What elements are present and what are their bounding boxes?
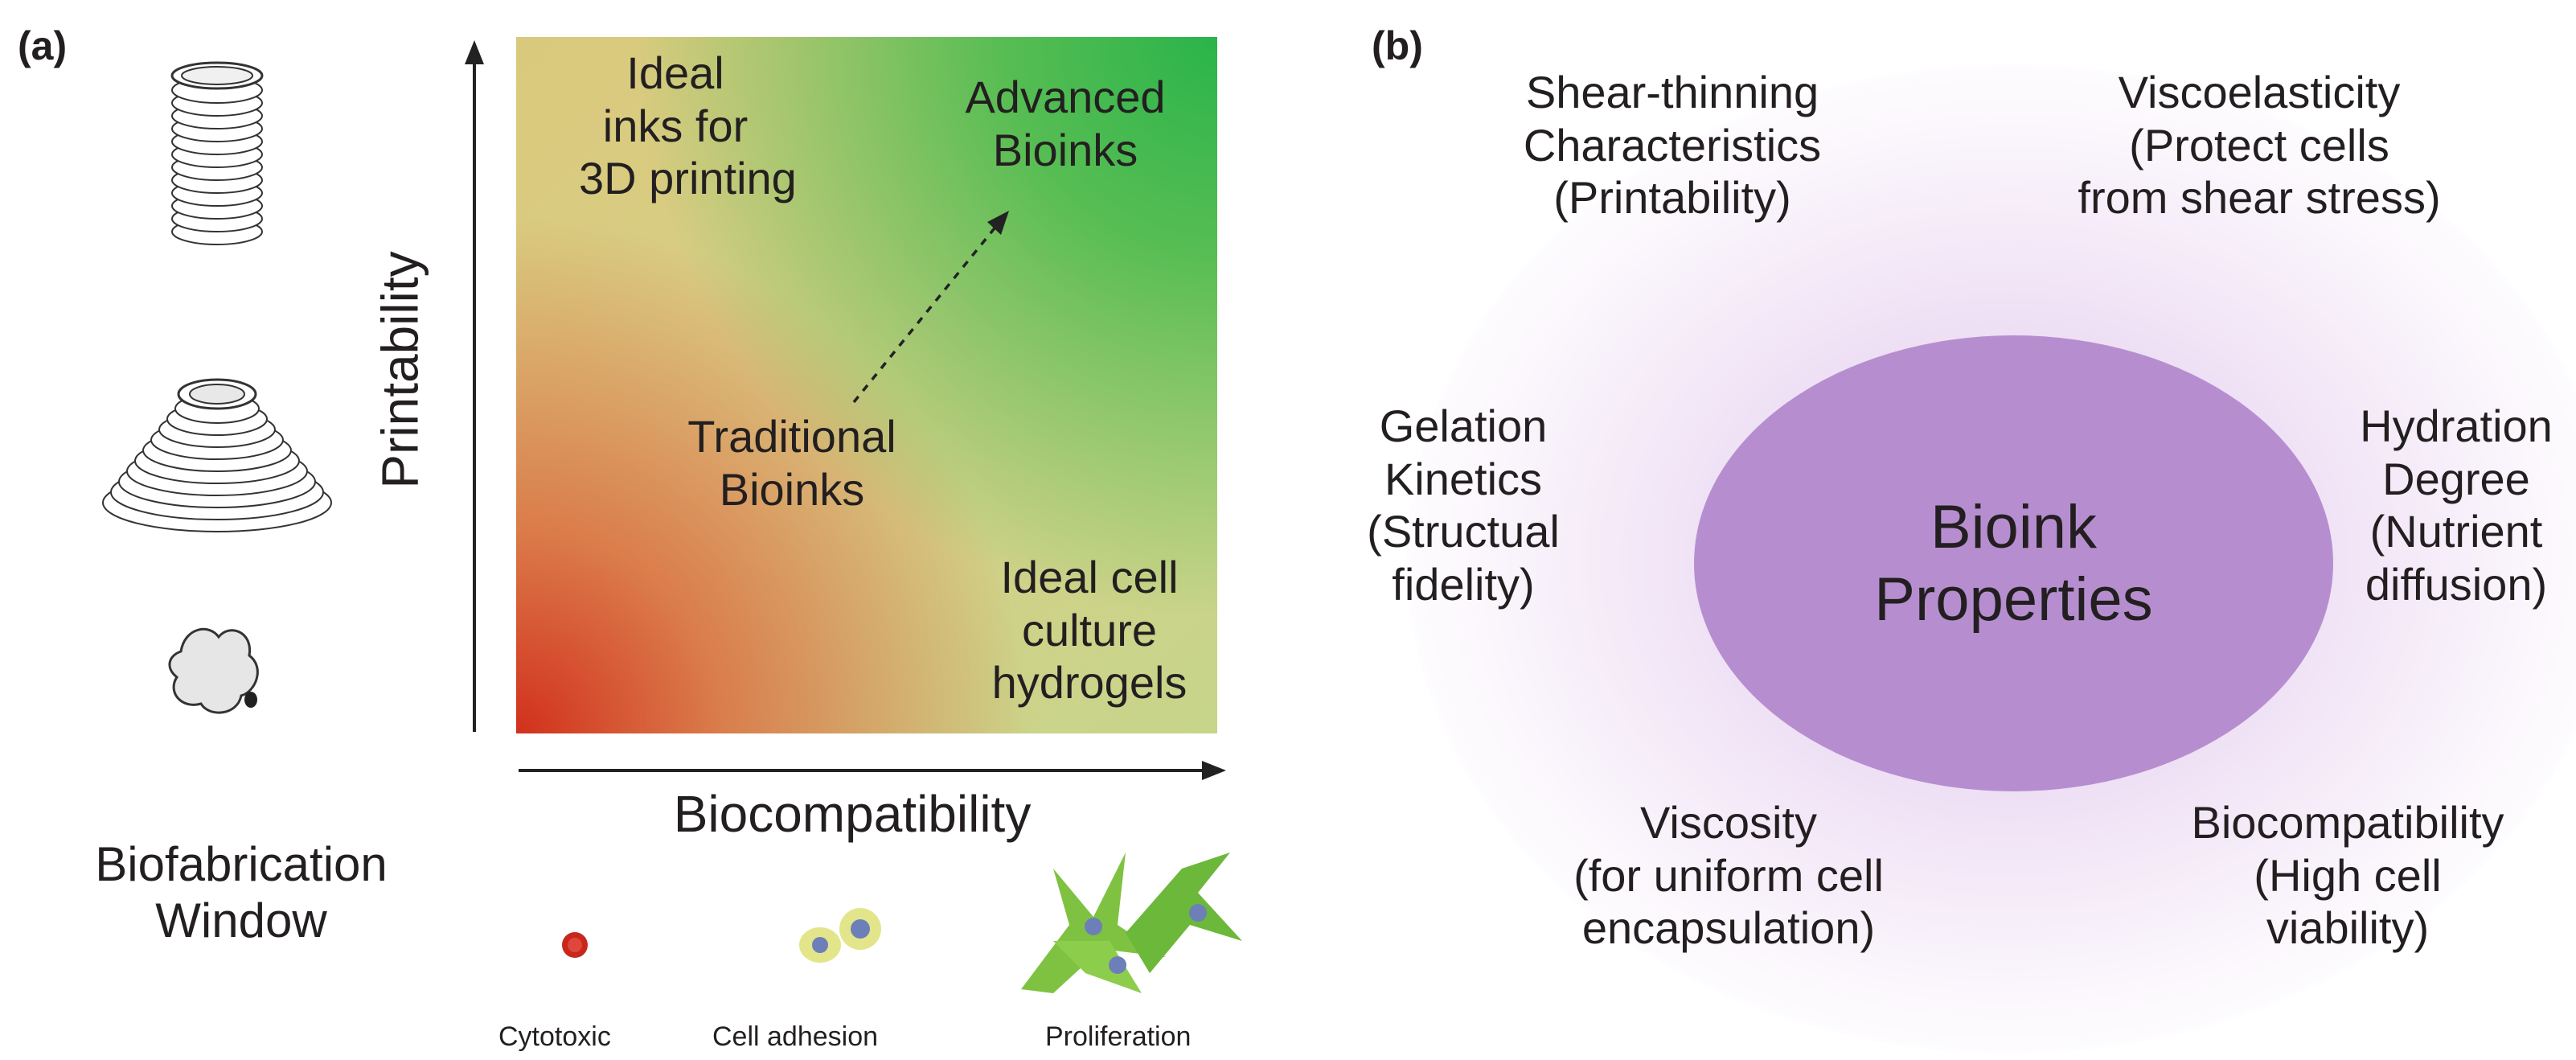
cell-adhesion-label: Cell adhesion: [712, 1021, 879, 1052]
adhering-cells-icon: [799, 908, 881, 963]
proliferation-label: Proliferation: [1045, 1021, 1192, 1052]
cone-structure-icon: [102, 378, 332, 532]
panel-b-label: (b): [1372, 23, 1423, 68]
red-cell-icon: [562, 932, 588, 958]
cytotoxic-label: Cytotoxic: [498, 1021, 611, 1052]
y-axis-label: Printability: [371, 251, 429, 489]
x-axis-arrow: [519, 761, 1226, 780]
amorphous-blob-icon: [168, 627, 259, 714]
x-axis-label: Biocompatibility: [673, 785, 1032, 843]
panel-a-label: (a): [18, 23, 68, 68]
stacked-cylinder-icon: [170, 61, 264, 245]
improvement-arrow: [852, 211, 1009, 404]
proliferating-cells-icon: [1021, 853, 1242, 993]
y-axis-arrow: [465, 40, 484, 732]
